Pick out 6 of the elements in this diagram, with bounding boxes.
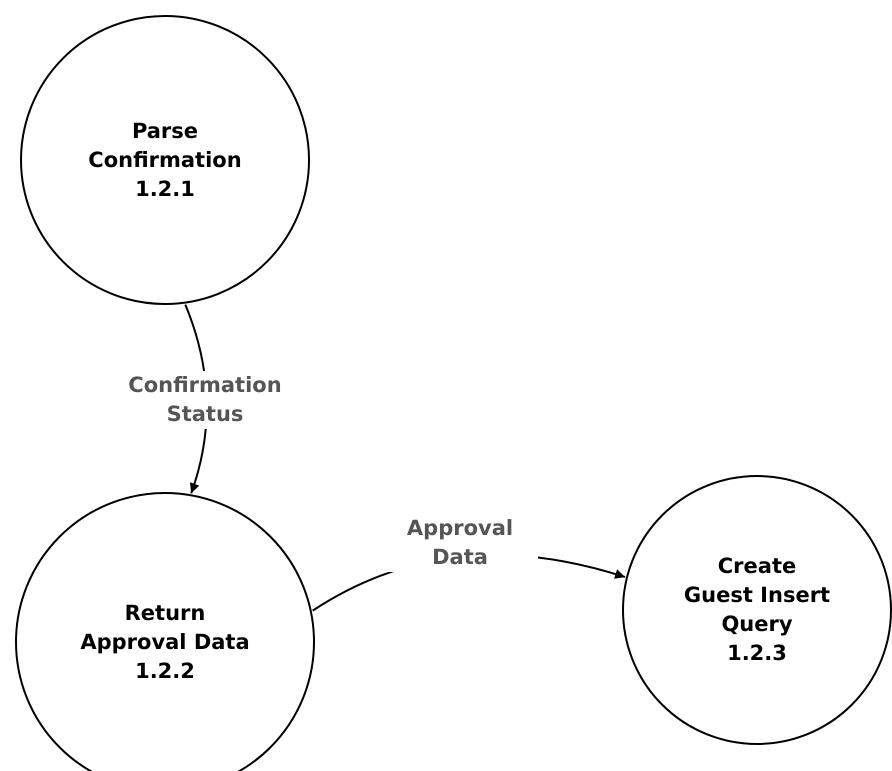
- process-name: Parse Confirmation: [87, 118, 243, 174]
- process-number: 1.2.3: [727, 640, 787, 667]
- process-number: 1.2.1: [135, 176, 195, 202]
- process-name: Return Approval Data: [79, 600, 251, 656]
- process-number: 1.2.2: [135, 658, 195, 684]
- process-name: Create Guest Insert Query: [682, 553, 832, 638]
